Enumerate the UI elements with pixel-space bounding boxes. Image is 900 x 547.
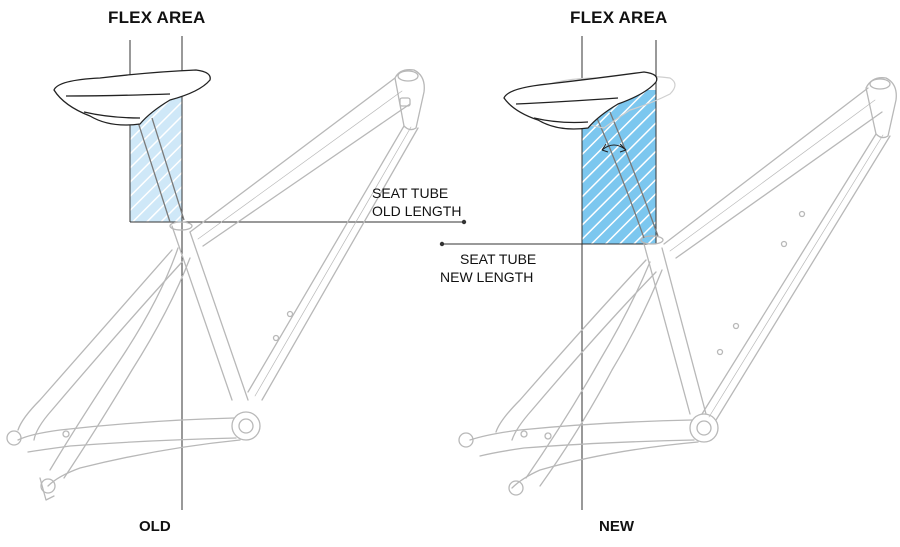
new-flex-area-heading: FLEX AREA xyxy=(570,8,668,27)
new-saddle-icon xyxy=(503,71,658,130)
old-length-dot xyxy=(461,219,467,225)
new-seatpost xyxy=(595,111,659,239)
new-footer-label: NEW xyxy=(599,518,634,535)
old-seat-tube-label: SEAT TUBE xyxy=(372,185,449,201)
old-saddle-icon xyxy=(53,69,211,126)
old-flex-area-heading: FLEX AREA xyxy=(108,8,206,27)
old-frame-group xyxy=(6,36,467,510)
new-length-label: NEW LENGTH xyxy=(440,269,534,285)
old-length-label: OLD LENGTH xyxy=(372,203,462,219)
new-seat-tube-label: SEAT TUBE xyxy=(460,251,537,267)
old-seatpost xyxy=(137,117,185,223)
old-frame-outline xyxy=(6,69,425,501)
old-footer-label: OLD xyxy=(139,518,171,535)
new-length-dot xyxy=(439,241,445,247)
flex-arrow-icon xyxy=(601,143,627,153)
new-frame-outline xyxy=(458,77,897,496)
new-frame-group xyxy=(439,36,897,510)
